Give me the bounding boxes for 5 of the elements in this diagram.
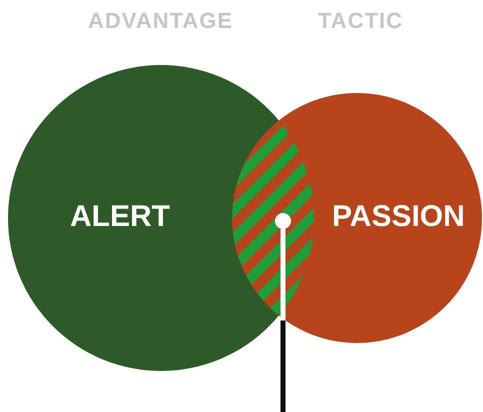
circle-label: PASSION	[332, 200, 465, 234]
heading: ADVANTAGE	[88, 8, 234, 34]
leader-line	[275, 213, 291, 412]
circle-label: ALERT	[70, 200, 170, 234]
heading: TACTIC	[318, 8, 404, 34]
